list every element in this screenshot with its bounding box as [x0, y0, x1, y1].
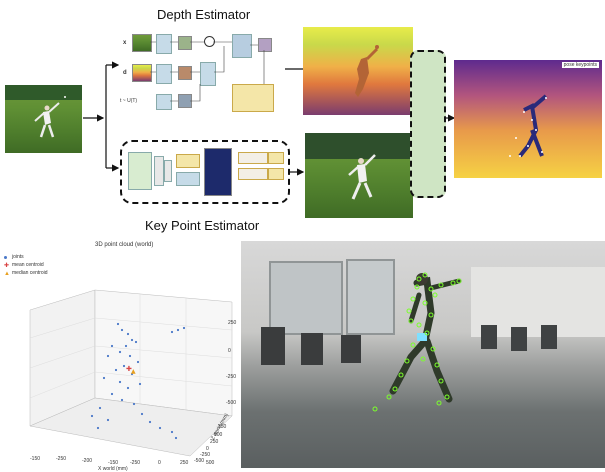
window-center: [346, 259, 395, 335]
y-tick-3: 0: [206, 446, 209, 452]
depth-estimator-title: Depth Estimator: [157, 7, 251, 22]
feature-block-1: [154, 156, 164, 186]
diffusion-block: [200, 62, 216, 86]
chair-1: [261, 327, 285, 365]
z-tick-0: 250: [228, 320, 237, 326]
pred-thumb: [258, 38, 272, 52]
plot3d-axes: ✚ ▲: [29, 289, 233, 457]
chair-6: [541, 325, 557, 349]
latent-d-thumb: [178, 66, 192, 80]
x-tick-4: -250: [130, 460, 141, 466]
depth-module-wires: [150, 41, 265, 102]
feature-block-2: [164, 160, 172, 182]
keypoint-photo: [305, 133, 413, 218]
window-left: [269, 261, 343, 335]
joint-head-block: [176, 172, 200, 186]
y-tick-2: 250: [210, 439, 219, 445]
pose-preview: [204, 148, 232, 196]
median-centroid-marker: ▲: [131, 368, 136, 375]
x-tick-2: -200: [82, 458, 93, 464]
x-tick-3: -150: [108, 460, 119, 466]
depth-map-image: [303, 27, 413, 115]
training-objective-block: [232, 84, 274, 112]
pose-keypoints-badge: pose keypoints: [561, 62, 599, 68]
mean-centroid-marker: ✚: [126, 365, 132, 373]
depth-silhouette-icon: [355, 45, 379, 97]
input-x-label: x: [123, 40, 127, 46]
y-tick-0: 750: [218, 424, 227, 430]
latent-x-thumb: [178, 36, 192, 50]
output-block-2: [238, 168, 268, 180]
z-tick-3: -500: [226, 400, 237, 406]
output-block-3: [268, 152, 284, 164]
d-thumb: [132, 64, 152, 82]
input-t-label: t ~ U(T): [120, 98, 138, 104]
room-person-skeleton: [372, 272, 462, 412]
legend-median-marker: ▲: [4, 271, 10, 277]
x-tick-5: 0: [158, 460, 161, 466]
plot3d-title: 3D point cloud (world): [95, 242, 154, 248]
depth-estimator-module: x d t ~ U(T): [120, 26, 280, 122]
x-tick-0: -150: [30, 456, 41, 462]
x-tick-7: 500: [206, 460, 215, 466]
x-axis-label: X world (mm): [98, 466, 128, 472]
chair-4: [481, 325, 497, 349]
chair-2: [301, 333, 323, 365]
room-keypoint-photo: [241, 241, 605, 468]
plot3d-panel: 3D point cloud (world) joints ✚ mean cen…: [0, 238, 240, 472]
y-tick-5: -500: [194, 458, 205, 464]
x-tick-1: -250: [56, 456, 67, 462]
fusion-module: [410, 50, 446, 198]
keypoint-estimator-title: Key Point Estimator: [145, 218, 260, 233]
x-tick-6: 250: [180, 460, 189, 466]
encoder-block-1: [156, 34, 172, 54]
backbone-block: [128, 152, 152, 190]
output-block-1: [238, 152, 268, 164]
input-image: [5, 85, 82, 153]
legend-joints-label: joints: [12, 254, 24, 260]
chair-5: [511, 327, 527, 351]
final-skeleton-icon: [509, 94, 548, 158]
z-tick-1: 0: [228, 348, 231, 354]
sum-node-icon: [204, 36, 215, 47]
keypoint-estimator-module: [120, 140, 290, 204]
time-embed-block: [156, 94, 172, 110]
output-block-4: [268, 168, 284, 180]
final-output-image: pose keypoints: [454, 60, 602, 178]
keypoint-player-icon: [348, 154, 376, 200]
player-figure-icon: [34, 96, 66, 138]
legend-median-label: median centroid: [12, 270, 48, 276]
z-tick-2: -250: [226, 374, 237, 380]
legend-joints-marker: [4, 256, 7, 259]
input-d-label: d: [123, 70, 127, 76]
unet-block: [232, 34, 252, 58]
x-thumb: [132, 34, 152, 52]
legend-mean-marker: ✚: [4, 263, 10, 269]
legend-mean-label: mean centroid: [12, 262, 44, 268]
encoder-block-2: [156, 64, 172, 84]
y-tick-4: -250: [200, 452, 211, 458]
chair-3: [341, 335, 361, 363]
pose-regression-block: [176, 154, 200, 168]
y-tick-1: 500: [214, 432, 223, 438]
